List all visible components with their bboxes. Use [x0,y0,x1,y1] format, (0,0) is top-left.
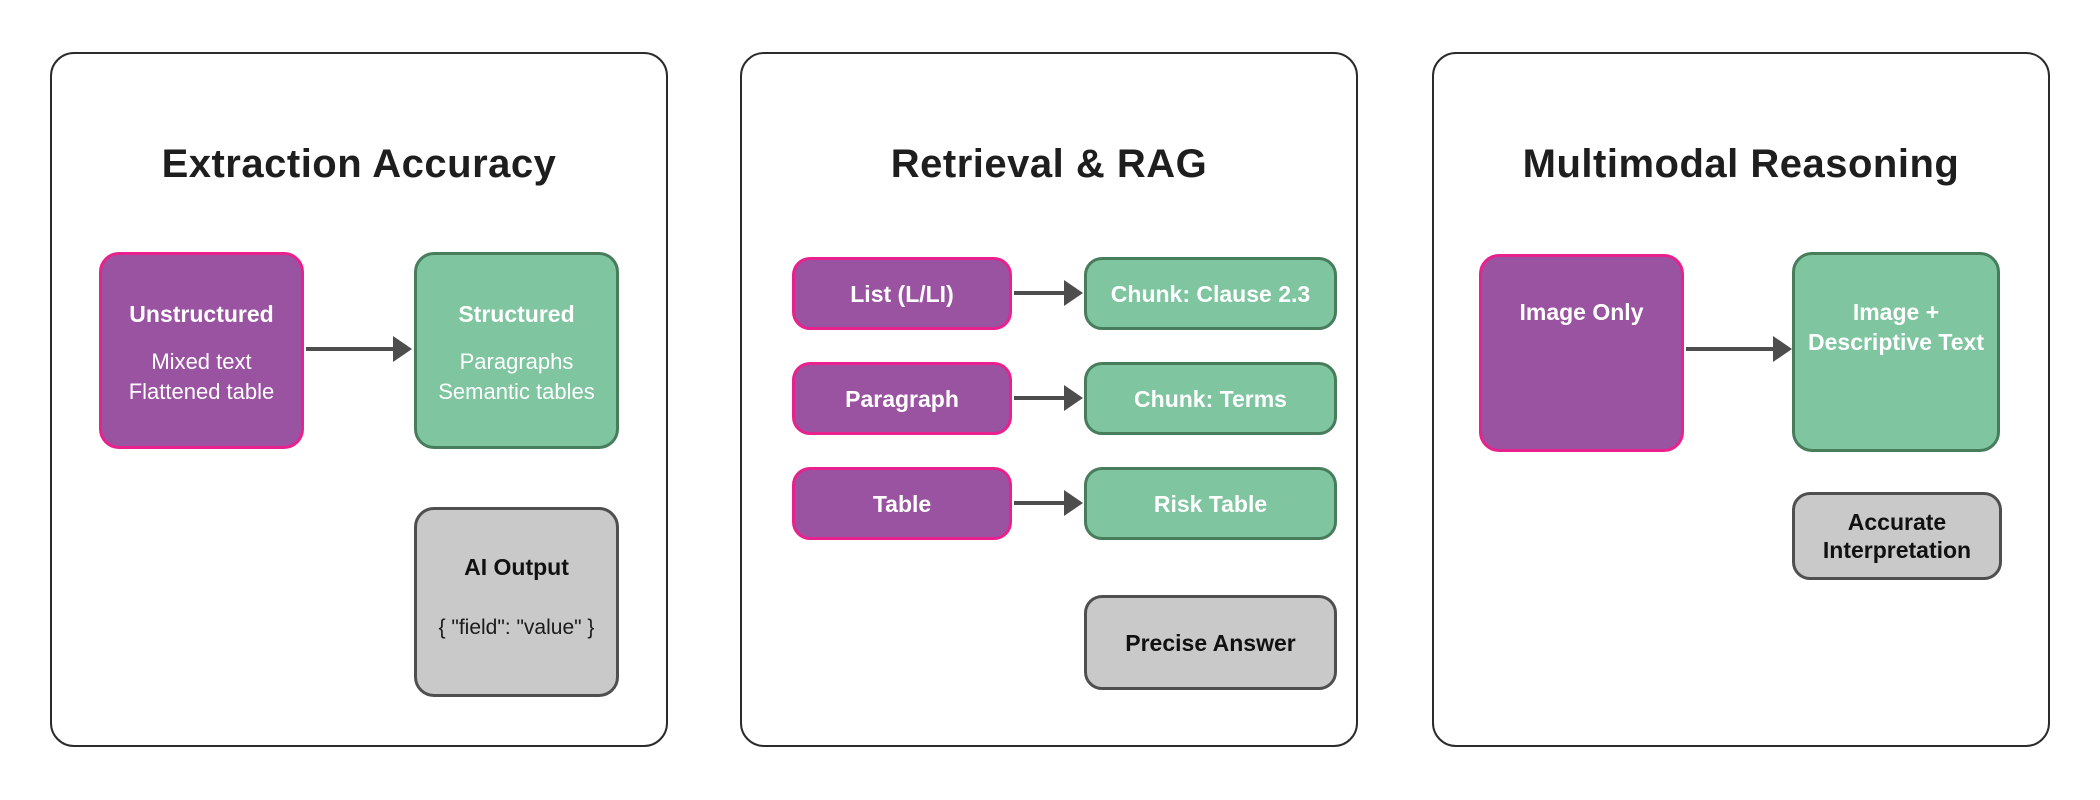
json-snippet: { "field": "value" } [438,616,595,639]
precise-answer-result-box: Precise Answer [1084,595,1337,690]
table-source-pill: Table [792,467,1012,540]
pill-label: Precise Answer [1125,629,1296,656]
pill-label: Chunk: Terms [1134,385,1287,412]
chunk-clause-target-pill: Chunk: Clause 2.3 [1084,257,1337,330]
ai-output-result-box: AI Output { "field": "value" } [414,507,619,697]
pill-label: Accurate [1847,509,1947,535]
box-line: Semantic tables [438,379,595,404]
panel-retrieval-rag: Retrieval & RAG List (L/LI) Chunk: Claus… [740,52,1358,747]
panel-title: Multimodal Reasoning [1522,142,1960,186]
box-line: Flattened table [128,379,275,404]
box-title: Descriptive Text [1808,329,1984,355]
box-title: Image Only [1519,299,1644,325]
unstructured-source-box: Unstructured Mixed text Flattened table [99,252,304,449]
pill-label: Risk Table [1153,490,1268,517]
paragraph-source-pill: Paragraph [792,362,1012,435]
accurate-interpretation-result-box: Accurate Interpretation [1792,492,2002,580]
flow-arrow [1014,490,1083,516]
image-only-source-box: Image Only [1479,254,1684,452]
image-descriptive-target-box: Image + Descriptive Text [1792,252,2000,452]
box-title: AI Output [464,554,569,580]
chunk-terms-target-pill: Chunk: Terms [1084,362,1337,435]
list-source-pill: List (L/LI) [792,257,1012,330]
flow-arrow [1014,385,1083,411]
box-title: Image + [1852,299,1940,325]
box-title: Unstructured [129,301,274,327]
panel-multimodal-reasoning: Multimodal Reasoning Image Only Image + … [1432,52,2050,747]
flow-arrow [1014,280,1083,306]
pill-label: Chunk: Clause 2.3 [1110,280,1311,307]
pill-label: Table [872,490,932,517]
flow-arrow [1686,336,1792,362]
pill-label: Paragraph [845,385,959,412]
box-line: Paragraphs [459,349,574,374]
panel-title: Extraction Accuracy [161,142,557,186]
panel-title: Retrieval & RAG [890,142,1208,186]
panel-extraction-accuracy: Extraction Accuracy Unstructured Mixed t… [50,52,668,747]
box-line: Mixed text [151,349,252,374]
structured-target-box: Structured Paragraphs Semantic tables [414,252,619,449]
pill-label: List (L/LI) [850,280,954,307]
box-title: Structured [458,301,575,327]
flow-arrow [306,336,412,362]
pill-label: Interpretation [1822,537,1972,563]
risk-table-target-pill: Risk Table [1084,467,1337,540]
